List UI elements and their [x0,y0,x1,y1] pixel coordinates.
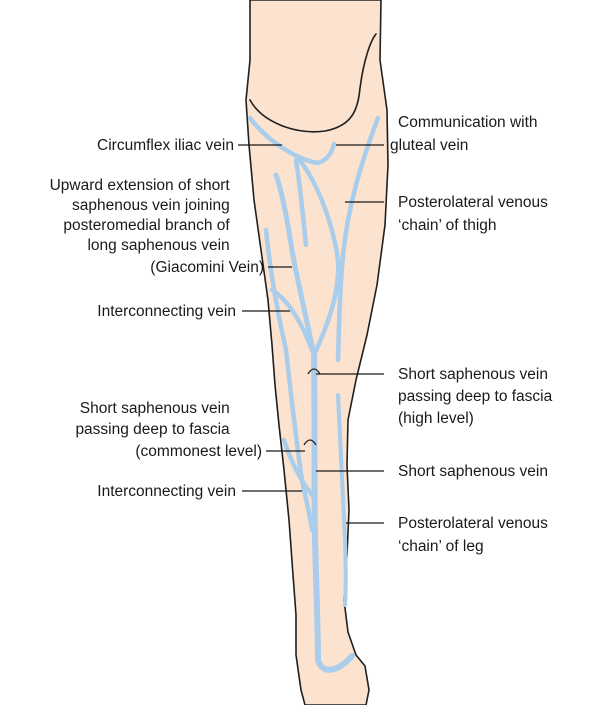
label-ssv-deep-common: Short saphenous vein passing deep to fas… [75,400,262,460]
label-line: Circumflex iliac vein [97,137,234,154]
label-line: gluteal vein [390,137,468,154]
label-gluteal-communication: Communication with gluteal vein [390,114,542,154]
label-posterolateral-chain-thigh: Posterolateral venous ‘chain’ of thigh [398,194,552,234]
label-line: Posterolateral venous [398,515,548,532]
label-line: Communication with [398,114,538,131]
label-line: (high level) [398,410,474,427]
label-line: (Giacomini Vein) [150,259,264,276]
label-line: Short saphenous vein [80,400,230,417]
label-line: passing deep to fascia [75,421,230,438]
label-ssv-deep-high: Short saphenous vein passing deep to fas… [398,366,557,427]
label-line: Interconnecting vein [97,483,236,500]
label-line: (commonest level) [135,443,262,460]
label-line: ‘chain’ of leg [398,538,484,555]
label-line: Interconnecting vein [97,303,236,320]
label-giacomini-vein: Upward extension of short saphenous vein… [50,177,264,276]
label-line: Upward extension of short [50,177,231,194]
label-posterolateral-chain-leg: Posterolateral venous ‘chain’ of leg [398,515,552,555]
label-interconnecting-vein-lower: Interconnecting vein [97,483,236,500]
label-line: ‘chain’ of thigh [398,217,497,234]
label-line: posteromedial branch of [63,217,230,234]
label-line: Short saphenous vein [398,366,548,383]
label-line: saphenous vein joining [72,197,230,214]
label-line: Posterolateral venous [398,194,548,211]
label-interconnecting-vein-upper: Interconnecting vein [97,303,236,320]
label-line: Short saphenous vein [398,463,548,480]
label-short-saphenous-vein: Short saphenous vein [398,463,548,480]
label-line: long saphenous vein [87,237,229,254]
label-circumflex-iliac-vein: Circumflex iliac vein [97,137,234,154]
label-line: passing deep to fascia [398,388,553,405]
